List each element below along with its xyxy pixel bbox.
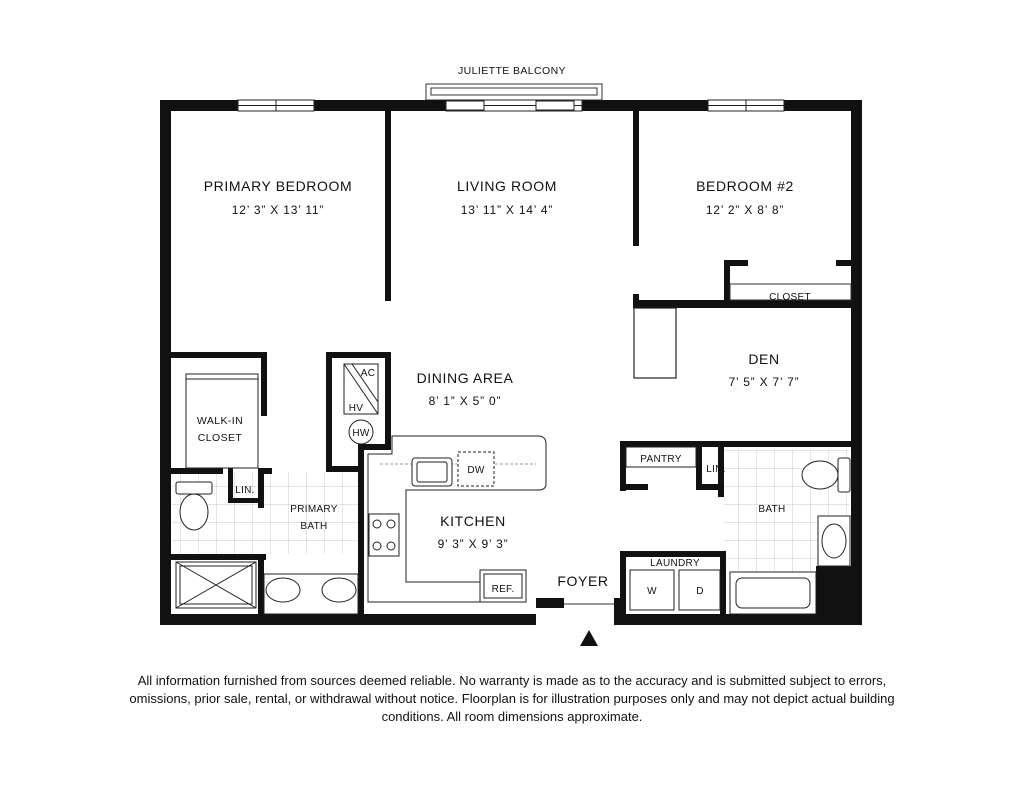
juliette-balcony bbox=[425, 83, 603, 101]
shower bbox=[175, 561, 257, 609]
walk-in-label-2: CLOSET bbox=[198, 432, 243, 444]
ac-label: AC bbox=[361, 368, 376, 379]
entry-arrow-icon bbox=[580, 630, 598, 646]
foyer-name: FOYER bbox=[557, 573, 608, 589]
living-room-name: LIVING ROOM bbox=[457, 178, 557, 194]
primary-bedroom-name: PRIMARY BEDROOM bbox=[204, 178, 353, 194]
dryer-label: D bbox=[696, 586, 704, 597]
bathtub bbox=[729, 571, 817, 615]
pantry-label: PANTRY bbox=[640, 454, 681, 465]
primary-bath-label-2: BATH bbox=[300, 521, 327, 532]
kitchen-counters bbox=[367, 435, 547, 603]
floor-plan: JULIETTE BALCONY bbox=[160, 65, 862, 646]
refrigerator bbox=[479, 569, 527, 603]
living-room-dims: 13’ 11” X 14’ 4” bbox=[461, 203, 553, 217]
balcony-label: JULIETTE BALCONY bbox=[458, 65, 566, 77]
dishwasher-label: DW bbox=[467, 465, 485, 476]
hvac-unit bbox=[343, 363, 379, 445]
cooktop bbox=[368, 513, 400, 557]
bedroom-2-name: BEDROOM #2 bbox=[696, 178, 794, 194]
den-dims: 7’ 5” X 7’ 7” bbox=[729, 375, 800, 389]
kitchen-dims: 9’ 3” X 9’ 3” bbox=[438, 537, 509, 551]
laundry-label: LAUNDRY bbox=[650, 558, 700, 569]
water-heater-icon bbox=[348, 419, 374, 445]
closet-label: CLOSET bbox=[769, 292, 811, 303]
walk-in-label-1: WALK-IN bbox=[197, 415, 243, 427]
refrigerator-label: REF. bbox=[492, 584, 515, 595]
lin-bath-label: LIN. bbox=[706, 464, 726, 475]
primary-bedroom-dims: 12’ 3” X 13’ 11” bbox=[232, 203, 324, 217]
bath-toilet bbox=[801, 457, 851, 493]
disclaimer-text: All information furnished from sources d… bbox=[129, 673, 895, 724]
lin-primary-label: LIN. bbox=[235, 485, 255, 496]
dining-area-name: DINING AREA bbox=[417, 370, 514, 386]
primary-vanity bbox=[263, 573, 359, 615]
bedroom-2-dims: 12’ 2” X 8’ 8” bbox=[706, 203, 784, 217]
bath-label: BATH bbox=[758, 504, 785, 515]
hv-label: HV bbox=[349, 403, 364, 414]
kitchen-name: KITCHEN bbox=[440, 513, 506, 529]
den-name: DEN bbox=[748, 351, 779, 367]
hw-label: HW bbox=[352, 428, 370, 439]
walk-in-closet-rods bbox=[185, 373, 259, 469]
interior-walls bbox=[171, 111, 852, 620]
washer-label: W bbox=[647, 586, 657, 597]
laundry-units bbox=[629, 569, 721, 611]
dining-area-dims: 8’ 1” X 5” 0” bbox=[429, 394, 502, 408]
windows bbox=[237, 99, 785, 605]
primary-toilet bbox=[175, 481, 213, 531]
primary-bath-label-1: PRIMARY bbox=[290, 504, 338, 515]
bath-sink bbox=[817, 515, 851, 567]
